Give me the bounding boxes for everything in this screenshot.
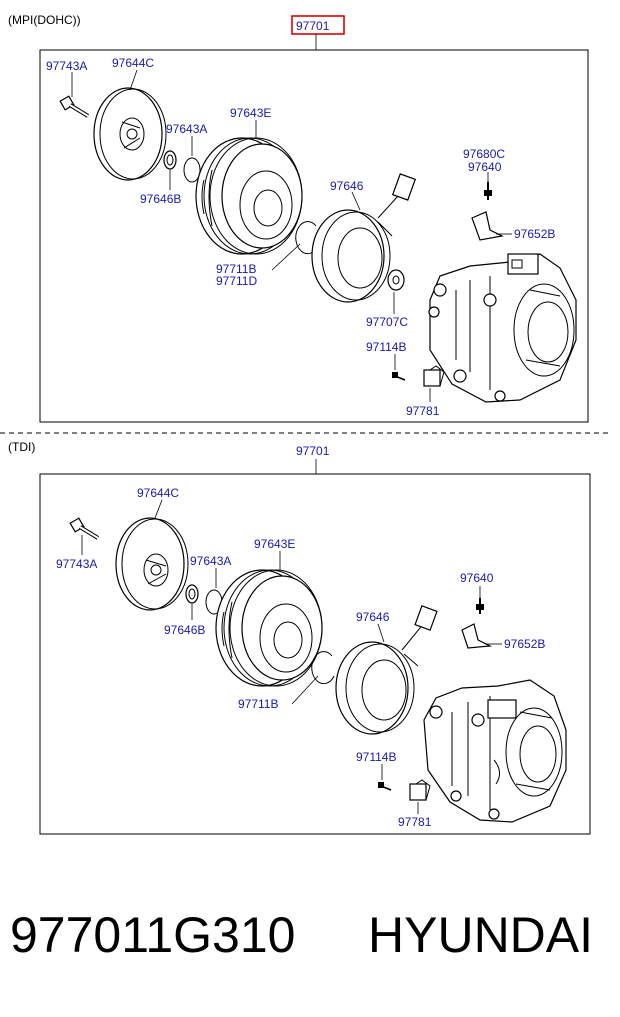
part-label-bracket[interactable]: 97652B bbox=[514, 227, 555, 241]
part-label-shim-b[interactable]: 97646B bbox=[164, 623, 205, 637]
sensor-icon bbox=[423, 365, 445, 387]
part-label-washer[interactable]: 97707C bbox=[366, 315, 408, 329]
sensor-icon bbox=[409, 779, 431, 801]
bracket-icon bbox=[461, 623, 493, 649]
section-tdi: (TDI) 97701 97743A 97644C 97643A bbox=[8, 440, 591, 835]
part-label-shim-a[interactable]: 97643A bbox=[190, 554, 231, 568]
part-label-screw2[interactable]: 97640 bbox=[460, 571, 494, 585]
section-mpi-frame bbox=[39, 49, 589, 423]
assembly-highlight-box bbox=[291, 15, 345, 35]
part-label-bolt[interactable]: 97743A bbox=[56, 557, 97, 571]
part-label-shim-a[interactable]: 97643A bbox=[166, 122, 207, 136]
screw-icon bbox=[476, 598, 484, 614]
part-label-screw2[interactable]: 97640 bbox=[468, 160, 502, 174]
assembly-number-mpi[interactable]: 97701 bbox=[296, 19, 330, 33]
snap-ring-icon bbox=[311, 651, 335, 685]
part-label-snap-b[interactable]: 97711B bbox=[238, 697, 278, 711]
part-label-shim-b[interactable]: 97646B bbox=[140, 192, 181, 206]
bolt-icon bbox=[59, 95, 90, 118]
field-coil-icon bbox=[311, 173, 417, 303]
shim-icon bbox=[163, 150, 201, 183]
part-label-snap-d[interactable]: 97711D bbox=[216, 274, 257, 288]
pulley-icon bbox=[195, 137, 303, 255]
section-tdi-title: (TDI) bbox=[8, 440, 35, 454]
part-label-bracket[interactable]: 97652B bbox=[504, 637, 545, 651]
part-label-sensor[interactable]: 97781 bbox=[406, 404, 440, 418]
part-label-coil[interactable]: 97646 bbox=[330, 179, 364, 193]
shim-icon bbox=[185, 584, 223, 615]
drive-plate-icon bbox=[115, 517, 189, 611]
part-label-coil[interactable]: 97646 bbox=[356, 610, 390, 624]
screw-icon bbox=[484, 182, 492, 200]
section-mpi: (MPI(DOHC)) 97701 97743A 97644C bbox=[8, 13, 589, 423]
part-label-plate[interactable]: 97644C bbox=[137, 486, 179, 500]
pulley-icon bbox=[215, 569, 323, 687]
part-label-bolt[interactable]: 97743A bbox=[46, 59, 87, 73]
section-tdi-frame bbox=[39, 473, 591, 835]
part-label-pulley[interactable]: 97643E bbox=[254, 537, 295, 551]
part-label-bolt-small[interactable]: 97114B bbox=[356, 750, 396, 764]
footer-part-number: 977011G310 bbox=[10, 907, 296, 963]
part-label-plate[interactable]: 97644C bbox=[112, 56, 154, 70]
compressor-icon bbox=[428, 253, 577, 403]
assembly-number-tdi[interactable]: 97701 bbox=[296, 444, 330, 458]
part-label-bolt-small[interactable]: 97114B bbox=[366, 340, 406, 354]
part-label-snap-b[interactable]: 97711B bbox=[216, 262, 256, 276]
drive-plate-icon bbox=[93, 87, 167, 181]
small-bolt-icon bbox=[378, 782, 392, 791]
bolt-icon bbox=[69, 517, 100, 540]
bracket-icon bbox=[471, 211, 504, 241]
small-bolt-icon bbox=[392, 372, 406, 381]
washer-icon bbox=[387, 269, 405, 291]
part-label-sensor[interactable]: 97781 bbox=[398, 815, 432, 829]
section-mpi-title: (MPI(DOHC)) bbox=[8, 13, 81, 27]
part-label-pulley[interactable]: 97643E bbox=[230, 106, 271, 120]
field-coil-icon bbox=[335, 605, 438, 735]
footer-brand: HYUNDAI bbox=[368, 907, 594, 963]
part-label-screw[interactable]: 97680C bbox=[463, 147, 505, 161]
compressor-icon bbox=[423, 679, 567, 823]
